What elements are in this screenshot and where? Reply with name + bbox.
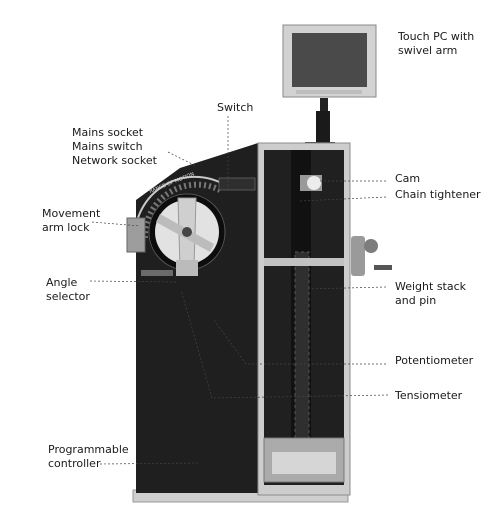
label-weight-stack-pin: Weight stack and pin bbox=[395, 280, 467, 307]
label-potentiometer: Potentiometer bbox=[395, 354, 474, 367]
label-programmable-controller: Programmable controller bbox=[48, 443, 129, 470]
label-switch: Switch bbox=[217, 101, 254, 114]
label-mains-network: Mains socket Mains switch Network socket bbox=[72, 126, 157, 167]
label-cam: Cam bbox=[395, 172, 421, 185]
range-of-motion-dial bbox=[133, 175, 226, 276]
leader-lines bbox=[89, 116, 389, 465]
label-tensiometer: Tensiometer bbox=[395, 389, 463, 402]
label-chain-tightener: Chain tightener bbox=[395, 188, 481, 201]
label-movement-arm-lock: Movement arm lock bbox=[42, 207, 101, 234]
weight-tower bbox=[257, 142, 351, 496]
small-plate bbox=[141, 270, 173, 276]
side-crank-handle bbox=[351, 236, 392, 276]
label-angle-selector: Angle selector bbox=[46, 276, 90, 303]
movement-arm-lock bbox=[126, 217, 146, 253]
touch-pc-monitor bbox=[282, 24, 377, 150]
recording-plate bbox=[218, 177, 256, 191]
label-touch-pc: Touch PC with swivel arm bbox=[398, 30, 475, 57]
